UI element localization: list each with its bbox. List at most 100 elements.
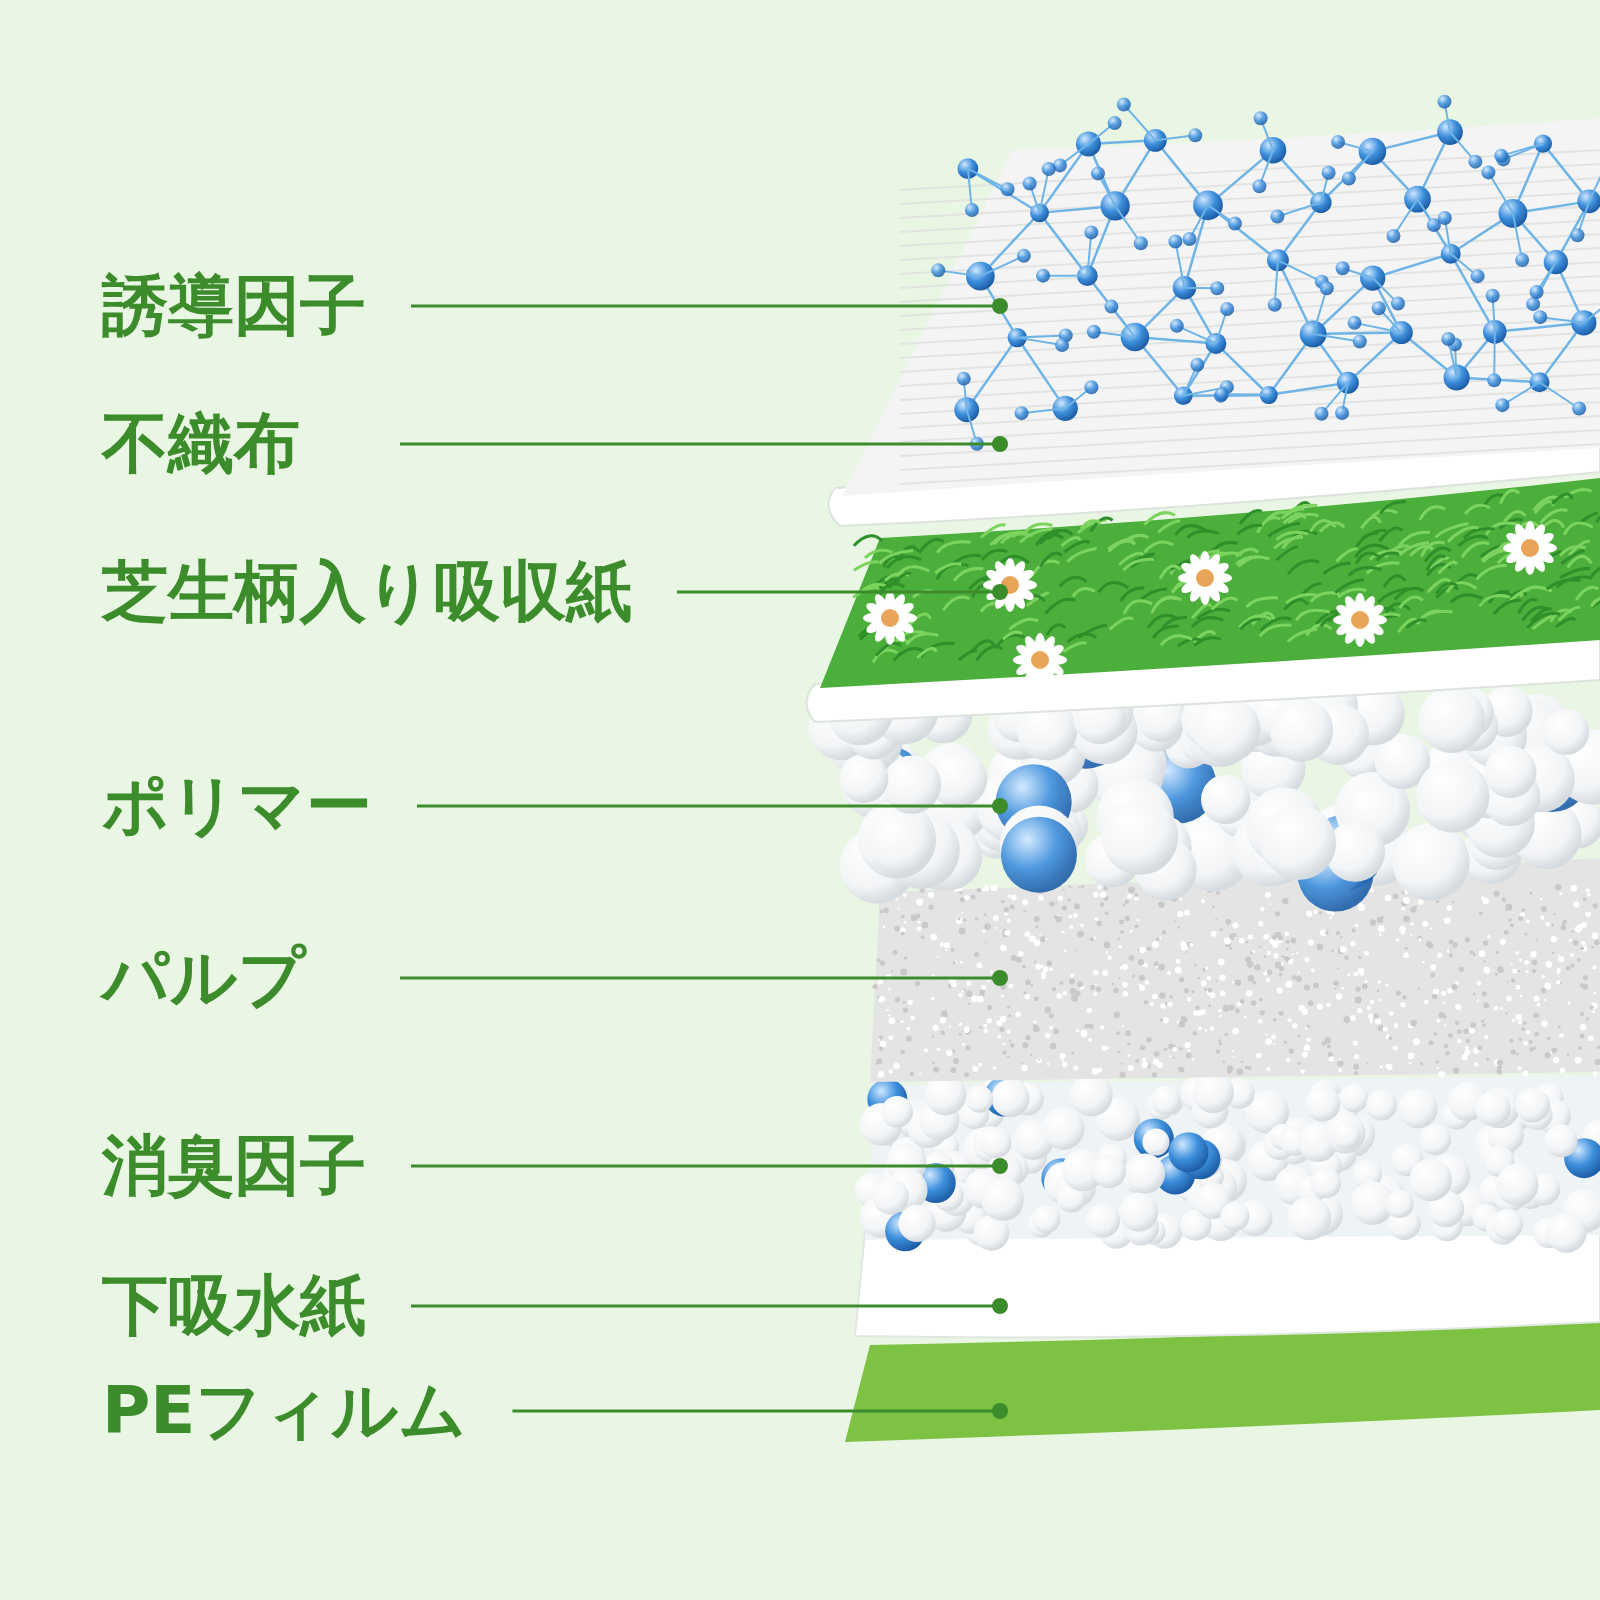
pulp-fibre bbox=[1185, 1042, 1191, 1048]
pulp-fibre bbox=[1084, 1024, 1089, 1029]
pulp-fibre bbox=[1308, 1000, 1314, 1006]
pulp-fibre bbox=[1296, 952, 1298, 954]
pulp-fibre bbox=[1511, 978, 1516, 983]
molecule-bond bbox=[1321, 151, 1372, 202]
pulp-fibre bbox=[1430, 927, 1432, 929]
pulp-fibre bbox=[1453, 1067, 1460, 1074]
polymer-ball bbox=[1416, 759, 1489, 832]
polymer-gel bbox=[1001, 817, 1077, 893]
grass-blade bbox=[1378, 588, 1408, 602]
grass-blade bbox=[1477, 566, 1507, 580]
pulp-fibre bbox=[901, 931, 905, 935]
pulp-fibre bbox=[1518, 916, 1523, 921]
pulp-fibre bbox=[983, 1024, 987, 1028]
pulp-fibre bbox=[1075, 949, 1077, 951]
pulp-fibre bbox=[940, 1017, 946, 1023]
deodorizer-ball bbox=[1125, 1154, 1165, 1194]
pulp-fibre bbox=[1448, 1033, 1453, 1038]
pulp-fibre bbox=[1523, 1041, 1528, 1046]
pulp-fibre bbox=[1286, 948, 1289, 951]
pulp-fibre bbox=[1386, 1064, 1392, 1070]
pulp-fibre bbox=[888, 988, 890, 990]
pulp-fibre bbox=[1594, 940, 1600, 946]
pulp-fibre bbox=[1465, 1046, 1469, 1050]
pulp-fibre bbox=[1557, 1025, 1560, 1028]
pulp-fibre bbox=[1093, 892, 1099, 898]
pulp-fibre bbox=[1494, 1006, 1499, 1011]
polymer-ball bbox=[1485, 746, 1537, 798]
pulp-fibre bbox=[1227, 1069, 1232, 1074]
pulp-fibre bbox=[1177, 926, 1180, 929]
pulp-fibre bbox=[1500, 939, 1506, 945]
pulp-fibre bbox=[1327, 1044, 1331, 1048]
pulp-fibre bbox=[1479, 950, 1486, 957]
grass-blade bbox=[1067, 548, 1096, 561]
pulp-fibre bbox=[940, 1031, 945, 1036]
pulp-fibre bbox=[1209, 992, 1215, 998]
pulp-fibre bbox=[1102, 970, 1108, 976]
pulp-fibre bbox=[1275, 911, 1280, 916]
pulp-fibre bbox=[1571, 930, 1574, 933]
deodorizer-ball bbox=[1287, 1196, 1331, 1240]
pulp-fibre bbox=[910, 1072, 914, 1076]
grass-blade bbox=[1519, 600, 1537, 614]
grass-blade bbox=[1036, 530, 1067, 545]
pulp-fibre bbox=[987, 1006, 992, 1011]
pulp-fibre bbox=[878, 1071, 884, 1077]
pulp-fibre bbox=[1486, 1058, 1489, 1061]
molecule-atom bbox=[1170, 319, 1184, 333]
pulp-fibre bbox=[1292, 975, 1297, 980]
pulp-fibre bbox=[1106, 951, 1108, 953]
pulp-fibre bbox=[1039, 934, 1041, 936]
grass-blade bbox=[1482, 549, 1506, 560]
pulp-fibre bbox=[1298, 1035, 1301, 1038]
grass-blade bbox=[1144, 542, 1173, 552]
pulp-fibre bbox=[1139, 975, 1145, 981]
pulp-fibre bbox=[1256, 1053, 1261, 1058]
pulp-fibre bbox=[1502, 897, 1506, 901]
pulp-fibre bbox=[1437, 1067, 1439, 1069]
pulp-fibre bbox=[1455, 1021, 1459, 1025]
pulp-fibre bbox=[1393, 894, 1399, 900]
grass-blade bbox=[1081, 521, 1101, 529]
pulp-fibre bbox=[1006, 1029, 1010, 1033]
pulp-fibre bbox=[1154, 961, 1159, 966]
deodorizer-ball bbox=[881, 1096, 913, 1128]
deodorizer-particle bbox=[1134, 1118, 1174, 1158]
molecule-atom bbox=[1315, 407, 1329, 421]
pulp-fibre bbox=[1484, 1035, 1488, 1039]
pulp-fibre bbox=[1259, 946, 1261, 948]
grass-blade bbox=[1438, 562, 1457, 573]
pulp-fibre bbox=[1560, 1067, 1566, 1073]
molecule-atom bbox=[1353, 334, 1367, 348]
pulp-fibre bbox=[1306, 1038, 1310, 1042]
pulp-fibre bbox=[872, 984, 877, 989]
pulp-fibre bbox=[1452, 901, 1454, 903]
deodorizer-ball bbox=[980, 1127, 1012, 1159]
grass-blade bbox=[1568, 556, 1592, 567]
pulp-fibre bbox=[1447, 949, 1450, 952]
pulp-fibre bbox=[1263, 955, 1266, 958]
pulp-fibre bbox=[1313, 983, 1319, 989]
pulp-fibre bbox=[1367, 1006, 1371, 1010]
pulp-fibre bbox=[1073, 913, 1078, 918]
polymer-ball bbox=[858, 801, 936, 879]
pulp-fibre bbox=[1266, 1067, 1270, 1071]
pulp-fibre bbox=[963, 1026, 970, 1033]
grass-blade bbox=[1163, 617, 1187, 627]
pulp-fibre bbox=[1033, 1024, 1038, 1029]
pulp-fibre bbox=[1540, 916, 1544, 920]
molecule-atom bbox=[957, 372, 971, 386]
layer-label-wrap: 下吸水紙 bbox=[102, 1266, 366, 1346]
layer-label: 芝生柄入り吸収紙 bbox=[102, 553, 632, 630]
pulp-fibre bbox=[1235, 980, 1241, 986]
pulp-fibre bbox=[879, 1047, 883, 1051]
pulp-fibre bbox=[922, 922, 929, 929]
pulp-fibre bbox=[1473, 993, 1476, 996]
pulp-fibre bbox=[1521, 908, 1525, 912]
pulp-fibre bbox=[1544, 999, 1546, 1001]
pulp-fibre bbox=[1001, 900, 1004, 903]
pulp-fibre bbox=[1001, 944, 1003, 946]
pulp-fibre bbox=[1011, 895, 1017, 901]
pulp-fibre bbox=[1232, 981, 1234, 983]
